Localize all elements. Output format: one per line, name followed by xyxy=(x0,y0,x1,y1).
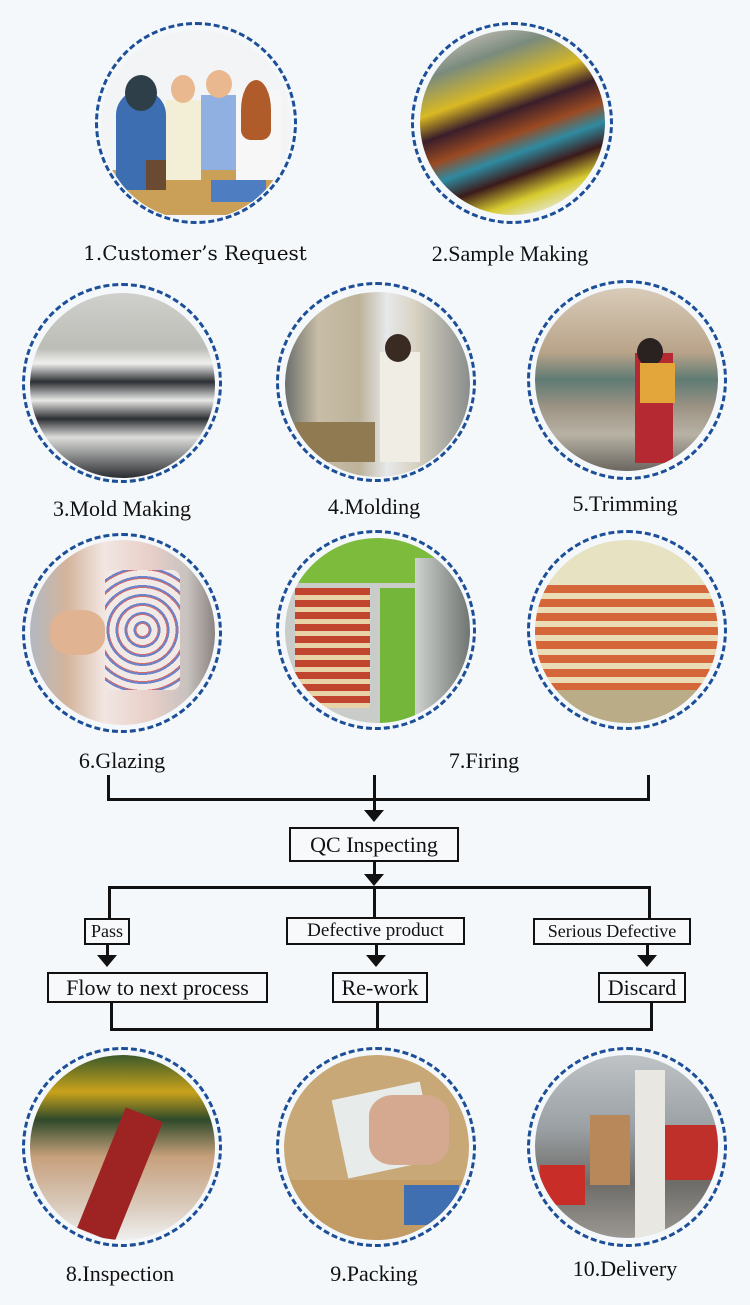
arrow-down-icon xyxy=(364,810,384,822)
arrow-down-icon xyxy=(366,955,386,967)
connector xyxy=(375,945,378,957)
defective-condition-box: Defective product xyxy=(286,917,465,945)
step-label: 6.Glazing xyxy=(78,748,166,773)
dashed-ring xyxy=(22,1047,222,1247)
step-label: 10.Delivery xyxy=(572,1256,678,1281)
dashed-ring xyxy=(527,530,727,730)
connector xyxy=(110,1028,653,1031)
dashed-ring xyxy=(527,1047,727,1247)
step-label: 5.Trimming xyxy=(572,491,678,516)
step-label: 3.Mold Making xyxy=(52,496,192,521)
dashed-ring xyxy=(276,1047,476,1247)
dashed-ring xyxy=(527,280,727,480)
dashed-ring xyxy=(22,533,222,733)
rework-box: Re-work xyxy=(332,972,428,1003)
dashed-ring xyxy=(411,22,613,224)
arrow-down-icon xyxy=(637,955,657,967)
arrow-down-icon xyxy=(364,874,384,886)
dashed-ring xyxy=(276,282,476,482)
dashed-ring xyxy=(22,283,222,483)
discard-box: Discard xyxy=(598,972,686,1003)
arrow-down-icon xyxy=(97,955,117,967)
connector xyxy=(376,1003,379,1031)
connector xyxy=(373,775,376,801)
connector xyxy=(650,1003,653,1031)
connector xyxy=(373,800,376,812)
flow-next-process-box: Flow to next process xyxy=(47,972,268,1003)
connector xyxy=(110,1003,113,1031)
step-label: 4.Molding xyxy=(327,494,421,519)
connector xyxy=(647,775,650,801)
connector xyxy=(106,945,109,957)
connector xyxy=(646,945,649,957)
connector xyxy=(373,862,376,876)
connector xyxy=(108,886,651,889)
pass-condition-box: Pass xyxy=(84,918,130,945)
step-label: 2.Sample Making xyxy=(431,241,589,266)
step-label: 8.Inspection xyxy=(65,1261,175,1286)
connector xyxy=(107,775,110,801)
dashed-ring xyxy=(276,530,476,730)
connector xyxy=(108,886,111,918)
connector xyxy=(373,886,376,918)
connector xyxy=(107,798,650,801)
dashed-ring xyxy=(95,22,297,224)
step-label: 7.Firing xyxy=(448,748,520,773)
step-label: 1.Customer’s Request xyxy=(83,241,307,265)
step-label: 9.Packing xyxy=(330,1261,418,1286)
connector xyxy=(648,886,651,918)
serious-defective-condition-box: Serious Defective xyxy=(533,918,691,945)
qc-inspecting-box: QC Inspecting xyxy=(289,827,459,862)
